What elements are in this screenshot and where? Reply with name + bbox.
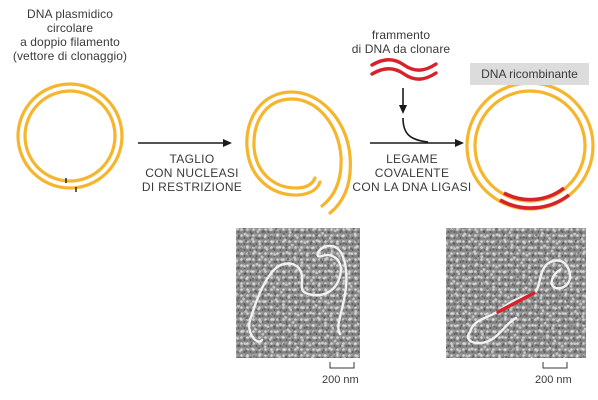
plasmid-circular: [16, 82, 124, 192]
plasmid-label-line-2: circolare: [46, 21, 94, 35]
cut-arrow: [138, 139, 232, 147]
plasmid-label-line-1: DNA plasmidico: [26, 7, 114, 21]
micrograph-right: [446, 228, 586, 358]
fragment-arrow: [399, 88, 429, 143]
ligation-label-line-1: LEGAME: [386, 152, 438, 166]
fragment-label-line-1: frammento: [371, 28, 431, 42]
cut-label-line-3: DI RESTRIZIONE: [141, 180, 243, 194]
scale-label-left: 200 nm: [322, 374, 359, 386]
fragment-label-line-2: di DNA da clonare: [351, 42, 451, 56]
ligation-arrow: [370, 139, 464, 147]
plasmid-recombinant: [465, 81, 595, 211]
plasmid-label-line-3: a doppio filamento: [20, 35, 120, 49]
plasmid-label: DNA plasmidico circolare a doppio filame…: [2, 7, 138, 63]
fragment-label: frammento di DNA da clonare: [346, 28, 456, 56]
recombinant-badge: DNA ricombinante: [470, 63, 589, 85]
dna-fragment: [370, 58, 438, 81]
cut-label: TAGLIO CON NUCLEASI DI RESTRIZIONE: [140, 152, 244, 194]
scale-bar-right: [542, 362, 568, 369]
scale-label-right: 200 nm: [535, 374, 572, 386]
ligation-label-line-2: COVALENTE: [374, 166, 450, 180]
plasmid-cut: [245, 90, 352, 215]
cut-label-line-1: TAGLIO: [169, 152, 215, 166]
cut-label-line-2: CON NUCLEASI: [145, 166, 239, 180]
ligation-label: LEGAME COVALENTE CON LA DNA LIGASI: [352, 152, 472, 194]
plasmid-label-line-4: (vettore di clonaggio): [12, 49, 128, 63]
scale-bar-left: [329, 362, 355, 369]
micrograph-left: [236, 228, 360, 358]
ligation-label-line-3: CON LA DNA LIGASI: [352, 180, 472, 194]
